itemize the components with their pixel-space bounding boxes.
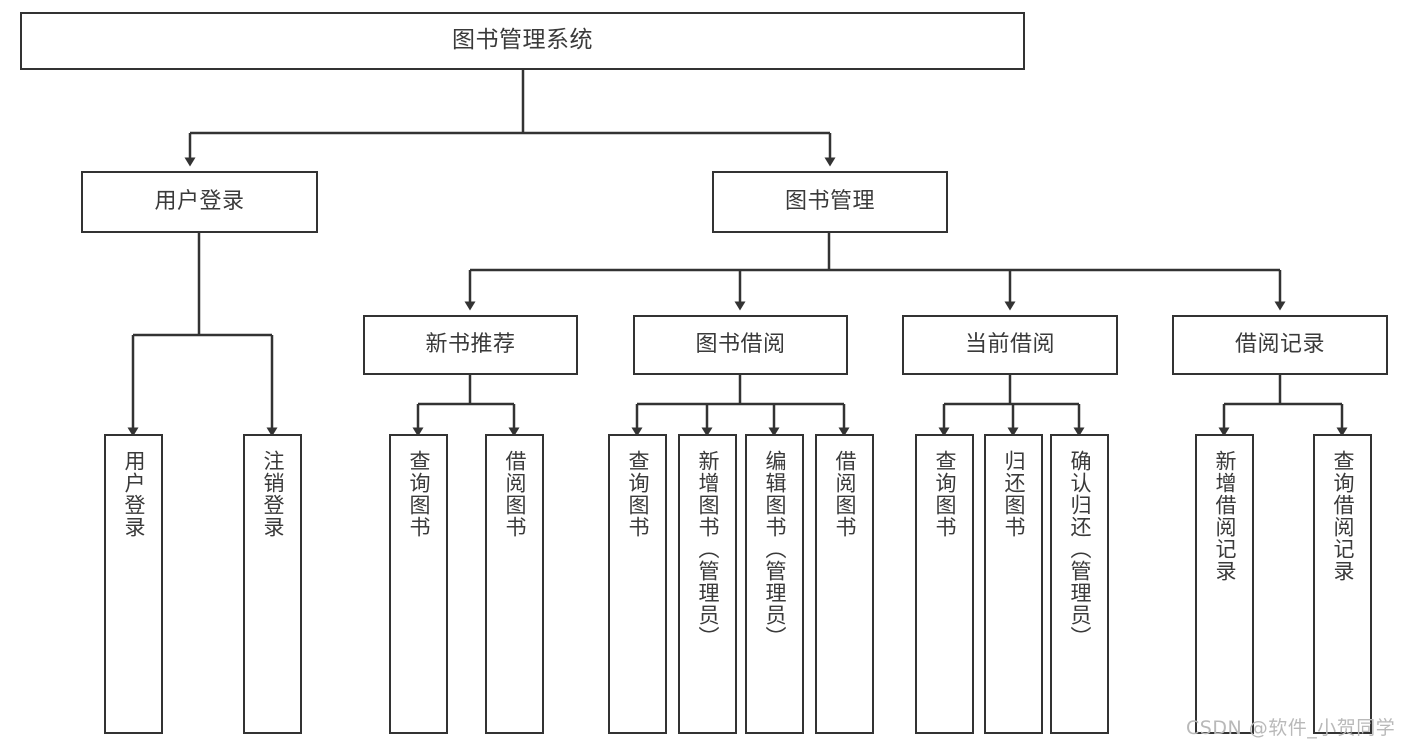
- node-book-manage[interactable]: 图书管理: [712, 171, 948, 233]
- node-leaf-return-book-label: 归还图书: [1001, 450, 1026, 538]
- node-leaf-logout-login-label: 注销登录: [260, 450, 285, 538]
- node-user-login-label: 用户登录: [154, 188, 245, 214]
- node-leaf-query-record[interactable]: 查询借阅记录: [1313, 434, 1372, 734]
- node-root[interactable]: 图书管理系统: [20, 12, 1025, 70]
- node-book-borrow-label: 图书借阅: [695, 331, 786, 357]
- node-user-login[interactable]: 用户登录: [81, 171, 318, 233]
- node-book-borrow[interactable]: 图书借阅: [633, 315, 848, 375]
- node-leaf-user-login[interactable]: 用户登录: [104, 434, 163, 734]
- node-leaf-query-record-label: 查询借阅记录: [1330, 450, 1355, 582]
- node-leaf-add-book[interactable]: 新增图书（管理员）: [678, 434, 737, 734]
- node-leaf-borrow-book-2-label: 借阅图书: [832, 450, 857, 538]
- node-borrow-record[interactable]: 借阅记录: [1172, 315, 1388, 375]
- node-new-book-recommend[interactable]: 新书推荐: [363, 315, 578, 375]
- node-leaf-add-record[interactable]: 新增借阅记录: [1195, 434, 1254, 734]
- node-leaf-user-login-label: 用户登录: [121, 450, 146, 538]
- node-leaf-query-book-1[interactable]: 查询图书: [389, 434, 448, 734]
- node-leaf-borrow-book-2[interactable]: 借阅图书: [815, 434, 874, 734]
- node-leaf-query-book-1-label: 查询图书: [406, 450, 431, 538]
- node-leaf-borrow-book-1[interactable]: 借阅图书: [485, 434, 544, 734]
- watermark: CSDN @软件_小贺同学: [1186, 717, 1396, 739]
- node-leaf-logout-login[interactable]: 注销登录: [243, 434, 302, 734]
- node-leaf-borrow-book-1-label: 借阅图书: [502, 450, 527, 538]
- node-book-manage-label: 图书管理: [784, 188, 875, 214]
- node-leaf-confirm-return[interactable]: 确认归还（管理员）: [1050, 434, 1109, 734]
- node-leaf-query-book-3[interactable]: 查询图书: [915, 434, 974, 734]
- node-leaf-edit-book-label: 编辑图书（管理员）: [762, 450, 787, 648]
- node-borrow-record-label: 借阅记录: [1234, 331, 1325, 357]
- node-leaf-return-book[interactable]: 归还图书: [984, 434, 1043, 734]
- node-leaf-add-record-label: 新增借阅记录: [1212, 450, 1237, 582]
- node-leaf-edit-book[interactable]: 编辑图书（管理员）: [745, 434, 804, 734]
- node-leaf-confirm-return-label: 确认归还（管理员）: [1067, 450, 1092, 648]
- node-leaf-query-book-2-label: 查询图书: [625, 450, 650, 538]
- node-leaf-query-book-3-label: 查询图书: [932, 450, 957, 538]
- node-leaf-add-book-label: 新增图书（管理员）: [695, 450, 720, 648]
- node-current-borrow[interactable]: 当前借阅: [902, 315, 1118, 375]
- node-new-book-recommend-label: 新书推荐: [425, 331, 516, 357]
- node-root-label: 图书管理系统: [452, 27, 593, 54]
- node-current-borrow-label: 当前借阅: [964, 331, 1055, 357]
- node-leaf-query-book-2[interactable]: 查询图书: [608, 434, 667, 734]
